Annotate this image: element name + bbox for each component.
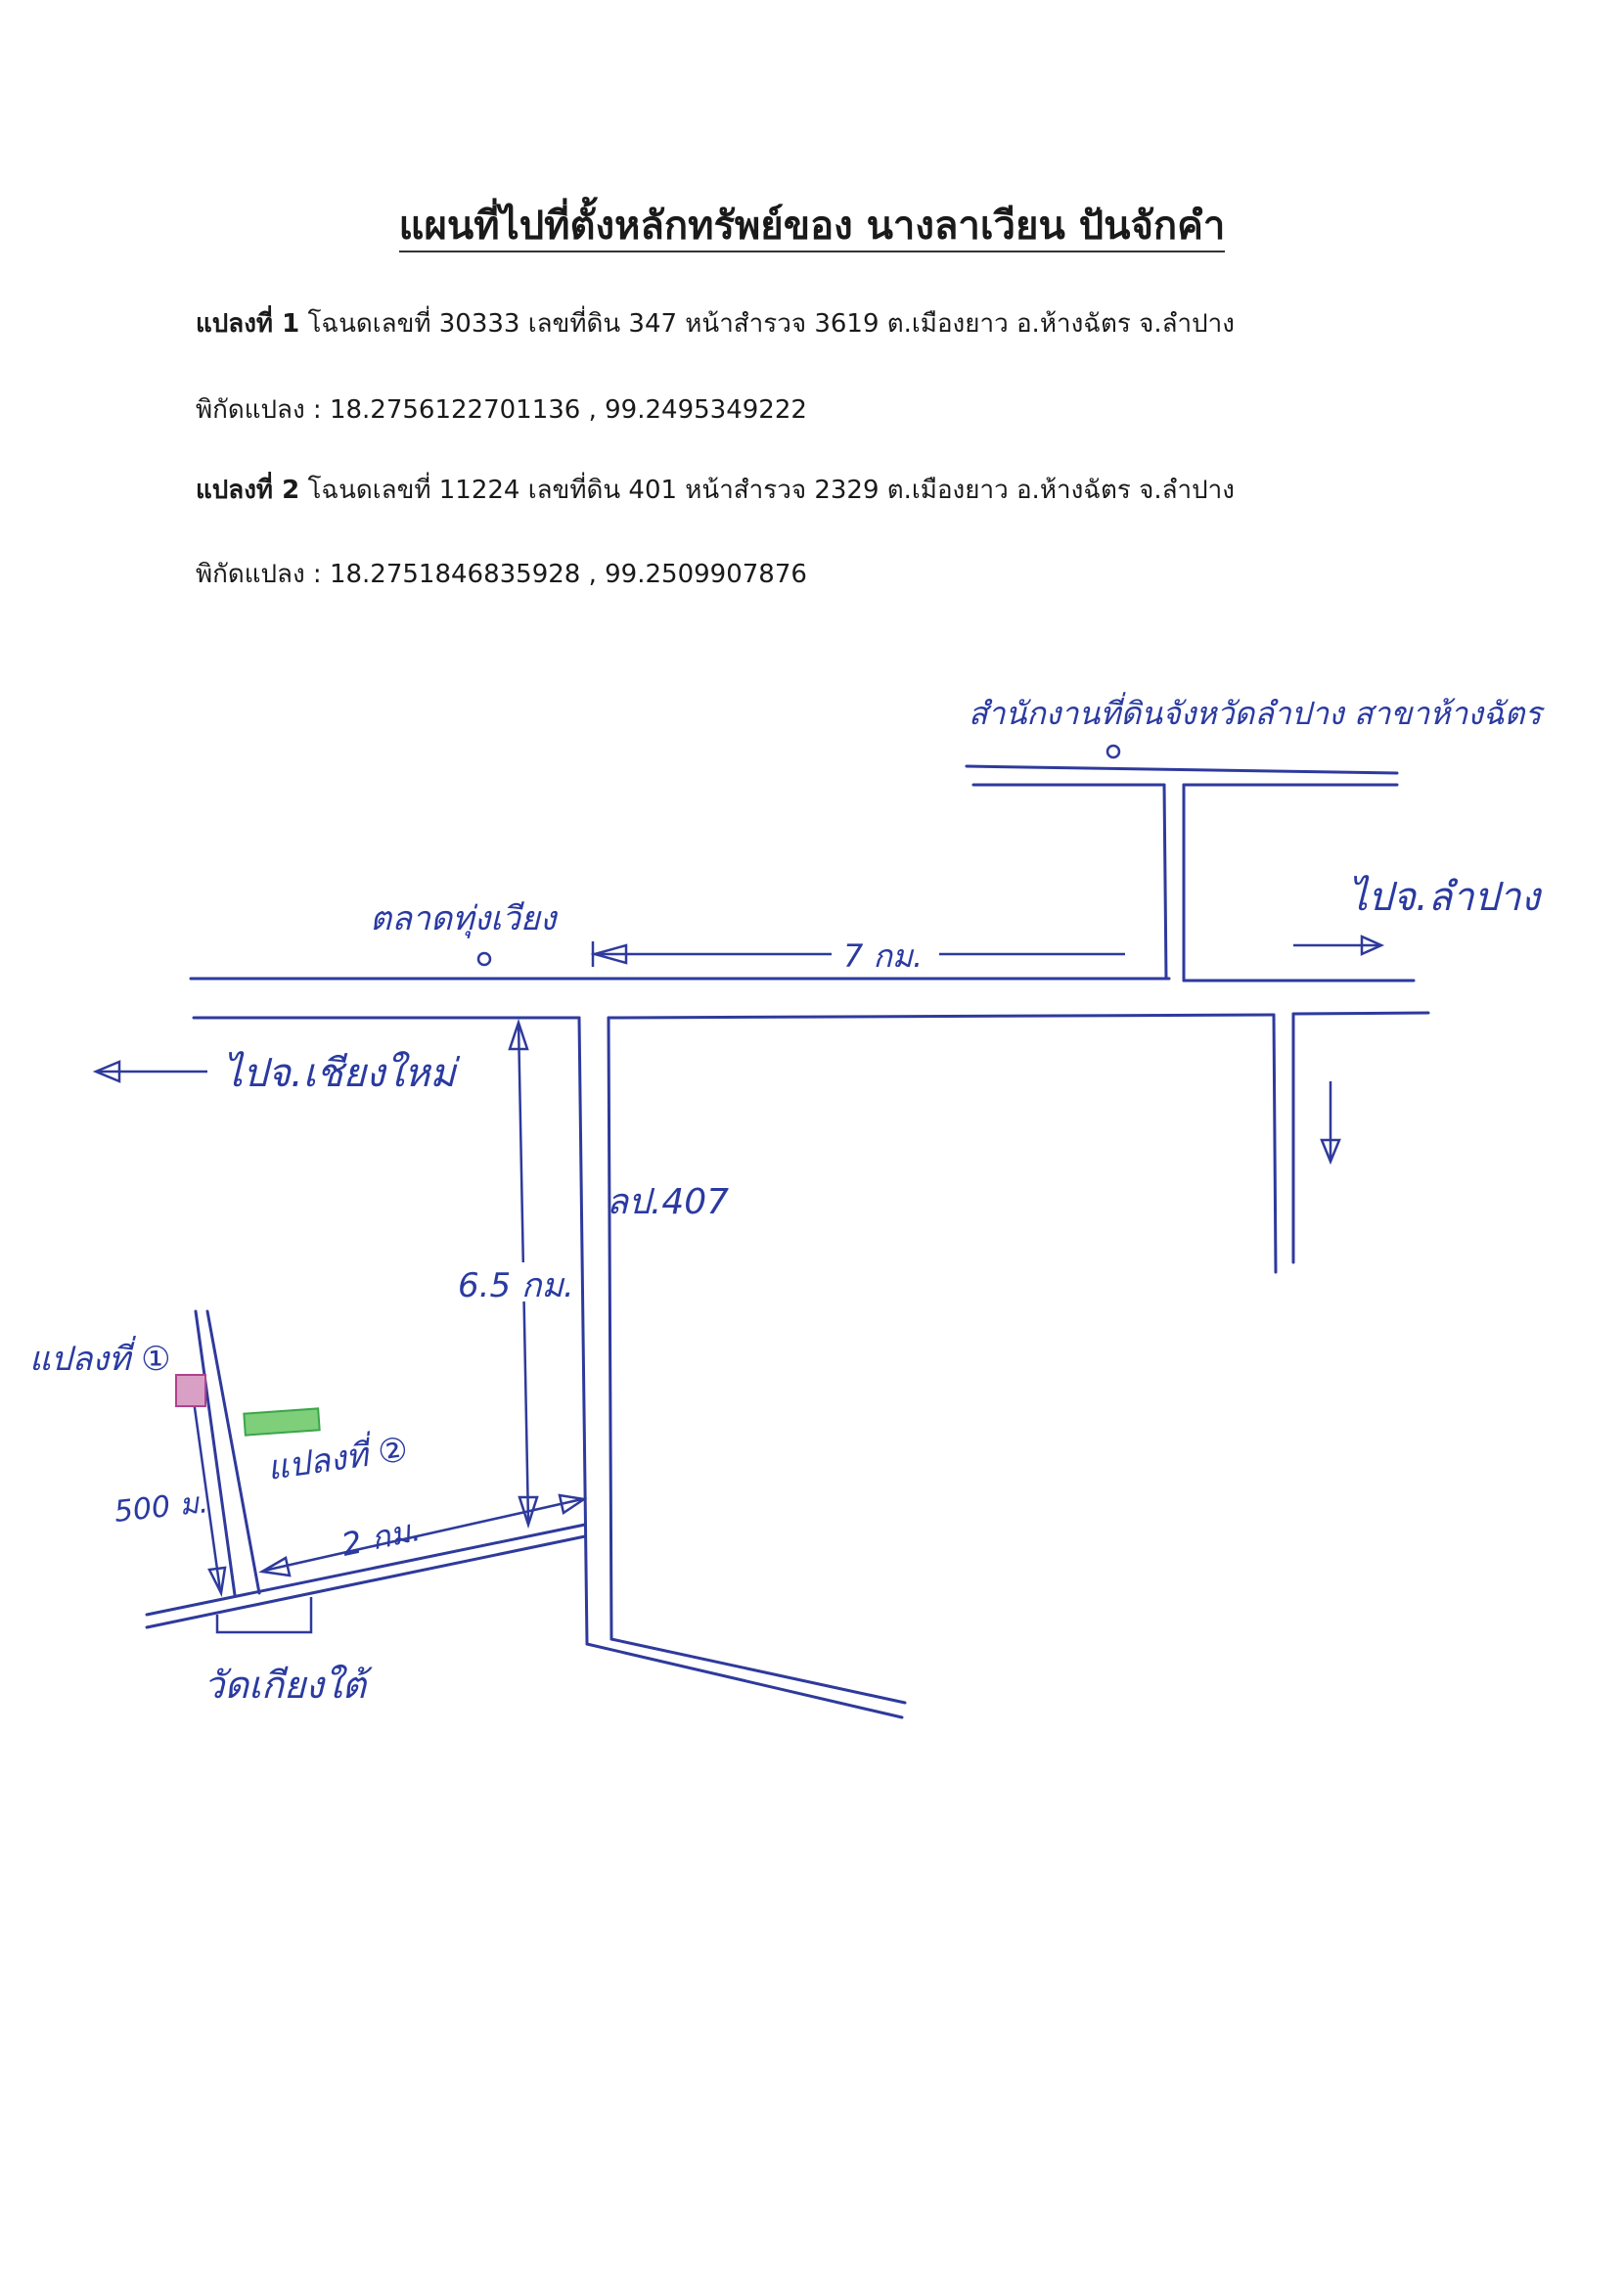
plot2-coordinates: พิกัดแปลง : 18.2751846835928 , 99.250990… [196, 560, 807, 589]
road-407-west-edge [577, 1016, 589, 1646]
plot1-coordinates: พิกัดแปลง : 18.2756122701136 , 99.249534… [196, 395, 807, 425]
road-407-lower-east [609, 1637, 907, 1705]
plot1-map-label: แปลงที่ ① [29, 1336, 171, 1379]
distance-label-6-5km-bg [452, 1262, 574, 1302]
distance-label-2km: 2 กม. [338, 1511, 424, 1564]
plot2-deed: โฉนดเลขที่ 11224 เลขที่ดิน 401 หน้าสำรวจ… [307, 476, 1235, 505]
distance-label-6-5km: 6.5 กม. [458, 1266, 574, 1305]
distance-label-500m: 500 ม. [113, 1485, 209, 1530]
temple-label: วัดเกียงใต้ [203, 1664, 373, 1707]
distance-arrow-2km-head-east [558, 1493, 588, 1516]
land-office-marker [1105, 744, 1121, 759]
distance-label-7km: 7 กม. [843, 937, 923, 975]
plot-spur-west [194, 1309, 237, 1597]
kokha-road-left [1272, 1013, 1278, 1274]
market-marker [476, 951, 492, 967]
road-407-label: ลป.407 [607, 1182, 729, 1222]
distance-arrow-6-5km-head-top [508, 1019, 529, 1051]
hand-drawn-map: สำนักงานที่ดินจังหวัดลำปาง สาขาห้างฉัตร … [29, 692, 1545, 1719]
page-title: แผนที่ไปที่ตั้งหลักทรัพย์ของ นางลาเวียน … [0, 194, 1624, 256]
distance-arrow-500m-head-bottom [207, 1566, 227, 1598]
main-road-south-edge-mid [607, 1013, 1276, 1020]
plot1-deed: โฉนดเลขที่ 30333 เลขที่ดิน 347 หน้าสำรวจ… [307, 309, 1235, 339]
road-407-lower-west [585, 1642, 904, 1719]
direction-lampang-arrow-head [1360, 935, 1385, 956]
plot2-map-label: แปลงที่ ② [264, 1426, 410, 1488]
direction-lampang-label: ไปจ.ลำปาง [1348, 875, 1542, 920]
direction-kokha-arrow-head [1320, 1138, 1341, 1165]
plot2-details: แปลงที่ 2 โฉนดเลขที่ 11224 เลขที่ดิน 401… [196, 470, 1235, 510]
direction-chiangmai-arrow-head [92, 1060, 121, 1083]
main-road-south-edge-east [1291, 1011, 1430, 1016]
office-road-top [965, 764, 1399, 775]
temple-entrance-marker [215, 1597, 313, 1634]
market-label: ตลาดทุ่งเวียง [370, 899, 559, 938]
distance-arrow-7km-head [590, 943, 628, 965]
office-road-left [1162, 783, 1168, 981]
direction-chiangmai-label: ไปจ.เชียงใหม่ [223, 1051, 461, 1096]
side-road-south-edge [145, 1534, 587, 1629]
land-office-label: สำนักงานที่ดินจังหวัดลำปาง สาขาห้างฉัตร [969, 692, 1545, 732]
road-407-east-edge [607, 1016, 613, 1641]
side-road-north-edge [145, 1523, 587, 1617]
distance-arrow-2km [263, 1497, 583, 1573]
plot2-label: แปลงที่ 2 [196, 476, 300, 505]
distance-arrow-500m [189, 1379, 222, 1591]
plot1-details: แปลงที่ 1 โฉนดเลขที่ 30333 เลขที่ดิน 347… [196, 303, 1235, 343]
plot1-marker [175, 1374, 206, 1407]
plot-spur-east [205, 1309, 261, 1595]
distance-label-7km-bg [832, 935, 939, 974]
distance-arrow-2km-head-west [258, 1556, 292, 1577]
plot2-marker [243, 1407, 321, 1437]
plot1-label: แปลงที่ 1 [196, 309, 300, 339]
